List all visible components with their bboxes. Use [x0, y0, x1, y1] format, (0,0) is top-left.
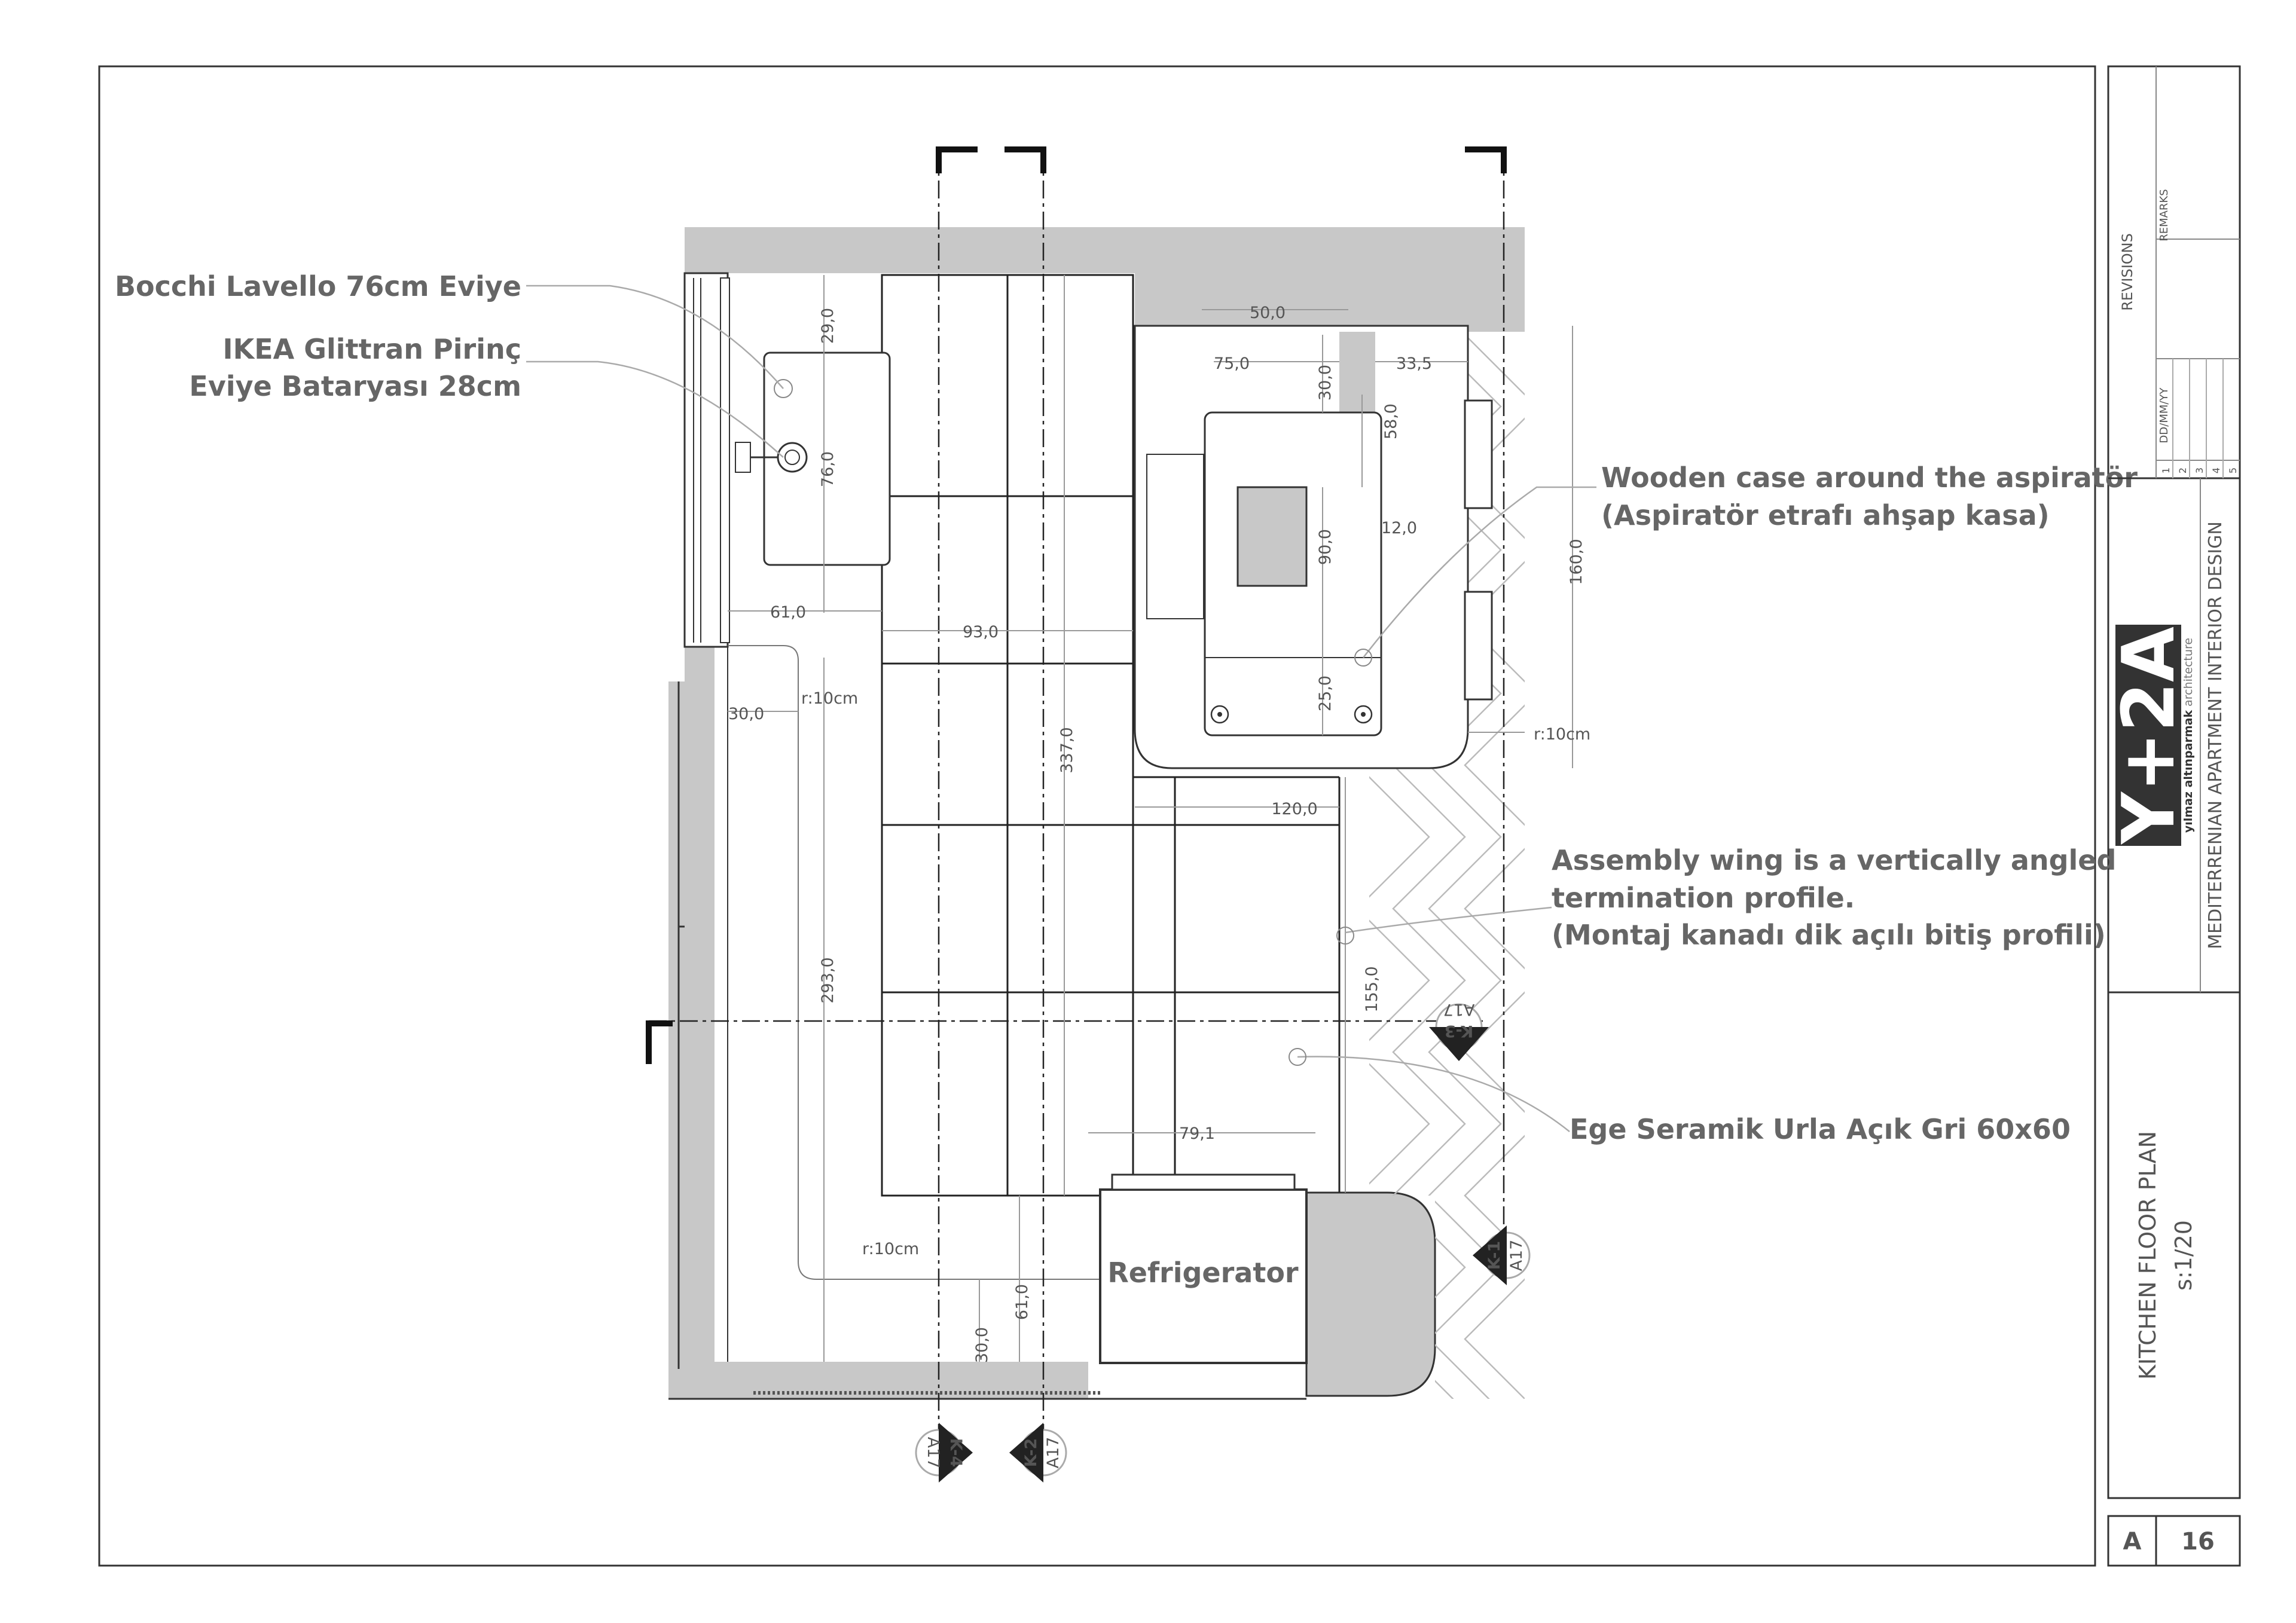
svg-text:A17: A17 — [1443, 1000, 1475, 1019]
drawing-scale: s:1/20 — [2170, 1220, 2197, 1291]
svg-text:r:10cm: r:10cm — [862, 1240, 919, 1258]
sheet-number: 16 — [2181, 1528, 2215, 1555]
section-marker-k3[interactable]: K-3 A17 — [1429, 1000, 1489, 1061]
counter-outline — [728, 645, 1100, 1280]
svg-text:90,0: 90,0 — [1316, 529, 1335, 565]
revisions-label: REVISIONS — [2119, 233, 2136, 311]
wood-note-2: (Aspiratör etrafı ahşap kasa) — [1601, 499, 2050, 531]
refrigerator — [1099, 1188, 1308, 1364]
svg-text:K-4: K-4 — [947, 1438, 965, 1468]
title-block: REVISIONS REMARKS DD/MM/YY 1 2 3 4 5 Y+2… — [2108, 66, 2240, 1566]
wing-note-3: (Montaj kanadı dik açılı bitiş profili) — [1552, 919, 2106, 951]
svg-text:58,0: 58,0 — [1382, 404, 1400, 439]
annotations: Bocchi Lavello 76cm Eviye IKEA Glittran … — [115, 270, 2138, 1145]
svg-text:1: 1 — [2160, 467, 2172, 473]
firm-name-bold: yılmaz altınparmak — [2182, 710, 2195, 833]
dimension-labels: 50,0 75,0 30,0 33,5 58,0 29,0 76,0 12,0 … — [728, 304, 1590, 1363]
wing-note-2: termination profile. — [1552, 882, 1855, 914]
svg-text:61,0: 61,0 — [1013, 1284, 1031, 1320]
faucet-note-1: IKEA Glittran Pirinç — [222, 333, 521, 365]
section-marker-k1[interactable]: K-1 A17 — [1473, 1225, 1531, 1285]
counter-block — [1305, 1191, 1436, 1397]
drawing-frame — [98, 65, 2096, 1567]
svg-text:5: 5 — [2227, 467, 2239, 473]
svg-text:3: 3 — [2194, 467, 2205, 473]
svg-text:30,0: 30,0 — [1316, 365, 1335, 401]
svg-text:30,0: 30,0 — [728, 705, 764, 723]
wing-note-1: Assembly wing is a vertically angled — [1552, 844, 2116, 876]
svg-text:75,0: 75,0 — [1214, 354, 1250, 373]
leader-lines — [526, 285, 1596, 1132]
refrigerator-label: Refrigerator — [1107, 1257, 1299, 1289]
svg-text:76,0: 76,0 — [819, 451, 837, 487]
svg-text:29,0: 29,0 — [819, 308, 837, 344]
svg-text:61,0: 61,0 — [770, 603, 806, 622]
svg-text:50,0: 50,0 — [1250, 304, 1286, 322]
dimension-lines — [728, 275, 1573, 1362]
svg-text:337,0: 337,0 — [1058, 727, 1076, 773]
svg-text:25,0: 25,0 — [1316, 676, 1335, 711]
drawing-title: KITCHEN FLOOR PLAN — [2135, 1131, 2161, 1380]
firm-logo — [2115, 625, 2181, 846]
tile-grid — [881, 274, 1341, 1197]
svg-text:r:10cm: r:10cm — [1534, 725, 1590, 744]
firm-logo-text: Y+2A — [2108, 626, 2191, 845]
svg-text:r:10cm: r:10cm — [801, 689, 858, 708]
floor-plan: Refrigerator — [526, 146, 1596, 1435]
svg-text:K-2: K-2 — [1022, 1438, 1040, 1468]
svg-text:K-3: K-3 — [1445, 1022, 1474, 1040]
svg-text:155,0: 155,0 — [1363, 966, 1381, 1012]
project-title: MEDITERRENIAN APARTMENT INTERIOR DESIGN — [2205, 521, 2226, 949]
left-wall — [668, 646, 1088, 1399]
title-block-frame — [2107, 65, 2241, 1499]
top-wall — [685, 227, 1525, 487]
sink-note: Bocchi Lavello 76cm Eviye — [115, 270, 521, 302]
svg-text:293,0: 293,0 — [819, 957, 837, 1003]
svg-text:A17: A17 — [1507, 1240, 1526, 1271]
svg-text:yılmaz altınparmak architectur: yılmaz altınparmak architecture — [2182, 638, 2195, 833]
svg-text:2: 2 — [2177, 467, 2188, 473]
svg-text:120,0: 120,0 — [1271, 800, 1317, 818]
sheet-number-frame — [2107, 1515, 2241, 1567]
sheet-letter: A — [2123, 1528, 2142, 1555]
svg-text:A17: A17 — [1044, 1437, 1062, 1469]
sink-bowl — [763, 352, 891, 566]
faucet-note-2: Eviye Bataryası 28cm — [189, 370, 521, 402]
svg-text:93,0: 93,0 — [963, 623, 999, 641]
svg-text:160,0: 160,0 — [1567, 539, 1586, 585]
firm-name-light: architecture — [2182, 638, 2195, 710]
svg-text:33,5: 33,5 — [1396, 354, 1432, 373]
hood-box — [1236, 486, 1308, 587]
svg-text:30,0: 30,0 — [973, 1327, 991, 1363]
svg-text:79,1: 79,1 — [1179, 1124, 1215, 1143]
remarks-label: REMARKS — [2158, 189, 2170, 241]
tile-note: Ege Seramik Urla Açık Gri 60x60 — [1570, 1113, 2071, 1145]
wood-note-1: Wooden case around the aspiratör — [1601, 461, 2138, 494]
date-format-label: DD/MM/YY — [2158, 387, 2170, 444]
svg-text:4: 4 — [2210, 467, 2222, 473]
svg-text:12,0: 12,0 — [1381, 519, 1417, 537]
svg-text:K-1: K-1 — [1485, 1241, 1504, 1270]
section-marker-k4[interactable]: K-4 A17 — [915, 1423, 973, 1483]
section-marker-k2[interactable]: K-2 A17 — [1009, 1423, 1067, 1483]
svg-text:A17: A17 — [924, 1437, 942, 1469]
